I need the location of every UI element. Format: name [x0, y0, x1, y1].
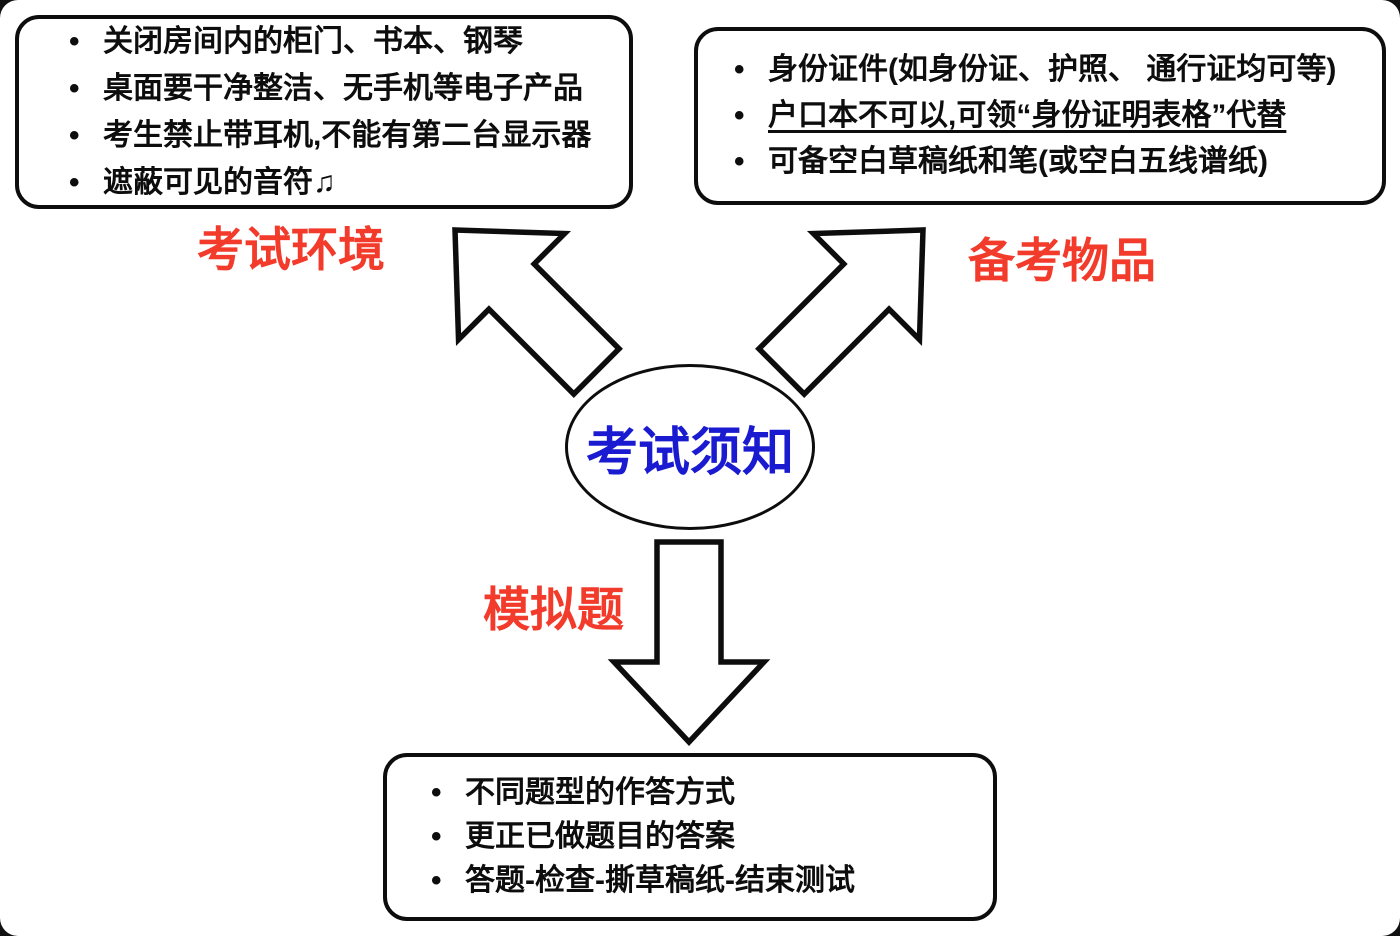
bullet-item-text: 更正已做题目的答案 — [465, 820, 735, 853]
bullet-item-text: 遮蔽可见的音符♫ — [103, 166, 336, 199]
bullet-item-text: 桌面要干净整洁、无手机等电子产品 — [103, 72, 583, 105]
bullet-item: 身份证件(如身份证、护照、 通行证均可等) — [732, 47, 1382, 93]
mock-questions-box: 不同题型的作答方式更正已做题目的答案答题-检查-撕草稿纸-结束测试 — [383, 753, 997, 921]
branch-label-mock-questions: 模拟题 — [483, 583, 624, 636]
bullet-item: 考生禁止带耳机,不能有第二台显示器 — [67, 112, 629, 159]
bullet-item: 可备空白草稿纸和笔(或空白五线谱纸) — [732, 139, 1382, 185]
arrow-to-mock-questions — [614, 542, 764, 742]
exam-environment-box: 关闭房间内的柜门、书本、钢琴桌面要干净整洁、无手机等电子产品考生禁止带耳机,不能… — [15, 15, 633, 209]
center-topic-label: 考试须知 — [585, 423, 794, 482]
bullet-item: 关闭房间内的柜门、书本、钢琴 — [67, 18, 629, 65]
center-topic-ellipse: 考试须知 — [565, 364, 815, 530]
exam-items-list: 身份证件(如身份证、护照、 通行证均可等) 户口本不可以,可领“身份证明表格”代替… — [732, 47, 1382, 185]
bullet-item-text: 户口本不可以,可领“身份证明表格”代替 — [768, 99, 1287, 132]
bullet-item-text: 考生禁止带耳机,不能有第二台显示器 — [103, 119, 592, 152]
bullet-item: 户口本不可以,可领“身份证明表格”代替 — [732, 93, 1382, 139]
branch-label-exam-items: 备考物品 — [968, 234, 1156, 287]
bullet-item: 遮蔽可见的音符♫ — [67, 159, 629, 206]
bullet-item-text: 关闭房间内的柜门、书本、钢琴 — [103, 25, 523, 58]
bullet-item: 答题-检查-撕草稿纸-结束测试 — [429, 859, 993, 903]
bullet-item: 桌面要干净整洁、无手机等电子产品 — [67, 65, 629, 112]
exam-environment-list: 关闭房间内的柜门、书本、钢琴桌面要干净整洁、无手机等电子产品考生禁止带耳机,不能… — [67, 18, 629, 206]
bullet-item-text: 答题-检查-撕草稿纸-结束测试 — [465, 864, 855, 897]
exam-items-box: 身份证件(如身份证、护照、 通行证均可等) 户口本不可以,可领“身份证明表格”代替… — [694, 27, 1386, 205]
mock-questions-list: 不同题型的作答方式更正已做题目的答案答题-检查-撕草稿纸-结束测试 — [429, 771, 993, 903]
bullet-item: 不同题型的作答方式 — [429, 771, 993, 815]
bullet-item: 更正已做题目的答案 — [429, 815, 993, 859]
bullet-item-text: 不同题型的作答方式 — [465, 776, 735, 809]
branch-label-exam-environment: 考试环境 — [197, 223, 385, 276]
bullet-item-text: 可备空白草稿纸和笔(或空白五线谱纸) — [768, 145, 1268, 178]
bullet-item-text: 身份证件(如身份证、护照、 通行证均可等) — [768, 53, 1337, 86]
